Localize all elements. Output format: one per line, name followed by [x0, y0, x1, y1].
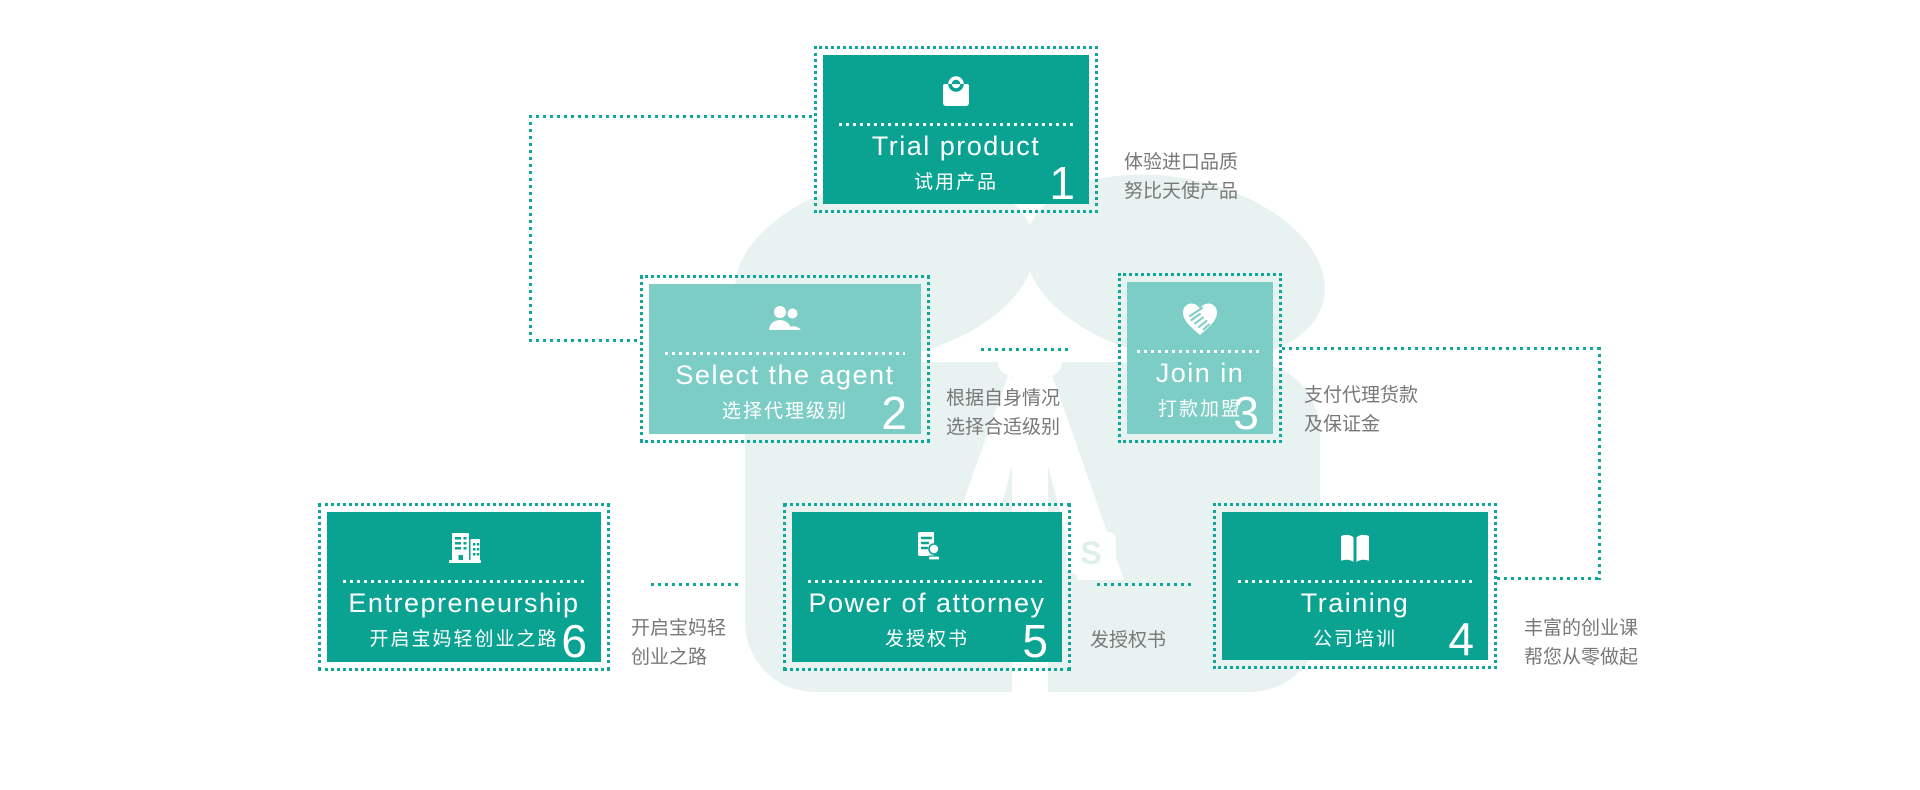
connector-step2-to-step3: [981, 348, 1071, 351]
step-title-zh: 发授权书: [884, 629, 969, 650]
step-card-fill: Select the agent 选择代理级别 2: [649, 284, 921, 439]
step-card-join-in: Join in 打款加盟 3: [1118, 273, 1282, 443]
note-step-5: 发授权书: [1090, 626, 1166, 655]
note-step-1: 体验进口品质 努比天使产品: [1124, 148, 1238, 206]
step-number: 2: [881, 387, 907, 439]
step-card-trial-product: Trial product 试用产品 1: [814, 46, 1098, 213]
step-card-fill: Training 公司培训 4: [1222, 512, 1488, 665]
note-step-6: 开启宝妈轻 创业之路: [631, 614, 726, 672]
step-card-entrepreneurship: Entrepreneurship 开启宝妈轻创业之路 6: [318, 503, 610, 671]
step-title-en: Trial product: [871, 131, 1041, 161]
card-inner-dotted-separator: [343, 580, 585, 583]
note-line: 创业之路: [631, 647, 708, 668]
note-line: 根据自身情况: [946, 388, 1061, 409]
buildings-icon: [327, 524, 601, 572]
card-inner-dotted-separator: [1238, 580, 1472, 583]
connector-step5-to-step6: [651, 583, 741, 586]
note-step-2: 根据自身情况 选择合适级别: [946, 384, 1060, 442]
step-number: 5: [1022, 615, 1048, 667]
note-line: 努比天使产品: [1124, 181, 1239, 202]
note-line: 发授权书: [1090, 630, 1167, 651]
note-line: 及保证金: [1304, 414, 1381, 435]
note-line: 开启宝妈轻: [631, 618, 727, 639]
step-title-en: Join in: [1155, 358, 1245, 388]
step-title-en: Entrepreneurship: [348, 588, 580, 618]
step-number: 6: [561, 615, 587, 667]
card-inner-dotted-separator: [665, 352, 905, 355]
card-inner-dotted-separator: [839, 123, 1073, 126]
step-card-fill: Entrepreneurship 开启宝妈轻创业之路 6: [327, 512, 601, 667]
step-card-fill: Join in 打款加盟 3: [1127, 282, 1273, 439]
step-title-zh: 打款加盟: [1157, 399, 1242, 420]
people-icon: [649, 296, 921, 344]
note-line: 帮您从零做起: [1524, 647, 1639, 668]
note-line: 选择合适级别: [946, 417, 1061, 438]
connector-step3-to-step4-vertical: [1598, 347, 1601, 580]
step-card-power-of-attorney: Power of attorney 发授权书 5: [783, 503, 1071, 671]
step-title-zh: 公司培训: [1312, 629, 1397, 650]
note-line: 支付代理货款: [1304, 385, 1419, 406]
connector-step1-left-horizontal: [529, 115, 814, 118]
step-title-en: Training: [1300, 588, 1410, 618]
watermark-letter-tile: S: [1066, 532, 1116, 574]
connector-into-step2-horizontal: [529, 339, 640, 342]
step-title-zh: 开启宝妈轻创业之路: [369, 629, 559, 650]
step-card-training: Training 公司培训 4: [1213, 503, 1497, 669]
document-stamp-icon: [792, 524, 1062, 572]
handshake-heart-icon: [1127, 294, 1273, 342]
step-card-fill: Trial product 试用产品 1: [823, 55, 1089, 209]
step-title-zh: 选择代理级别: [721, 401, 848, 422]
shopping-bag-icon: [823, 67, 1089, 115]
connector-step4-to-step5: [1097, 583, 1191, 586]
step-card-fill: Power of attorney 发授权书 5: [792, 512, 1062, 667]
step-card-select-agent: Select the agent 选择代理级别 2: [640, 275, 930, 443]
step-number: 1: [1049, 157, 1075, 209]
note-step-3: 支付代理货款 及保证金: [1304, 381, 1418, 439]
note-line: 丰富的创业课: [1524, 618, 1639, 639]
note-line: 体验进口品质: [1124, 152, 1239, 173]
step-number: 4: [1448, 613, 1474, 665]
step-number: 3: [1233, 387, 1259, 439]
step-title-en: Select the agent: [675, 360, 895, 390]
open-book-icon: [1222, 524, 1488, 572]
connector-step3-right-horizontal: [1282, 347, 1601, 350]
connector-into-step4-horizontal: [1497, 577, 1601, 580]
card-inner-dotted-separator: [808, 580, 1046, 583]
step-title-zh: 试用产品: [913, 172, 998, 193]
card-inner-dotted-separator: [1137, 350, 1263, 353]
connector-step1-to-step2-vertical: [529, 115, 532, 342]
step-title-en: Power of attorney: [808, 588, 1046, 618]
note-step-4: 丰富的创业课 帮您从零做起: [1524, 614, 1638, 672]
